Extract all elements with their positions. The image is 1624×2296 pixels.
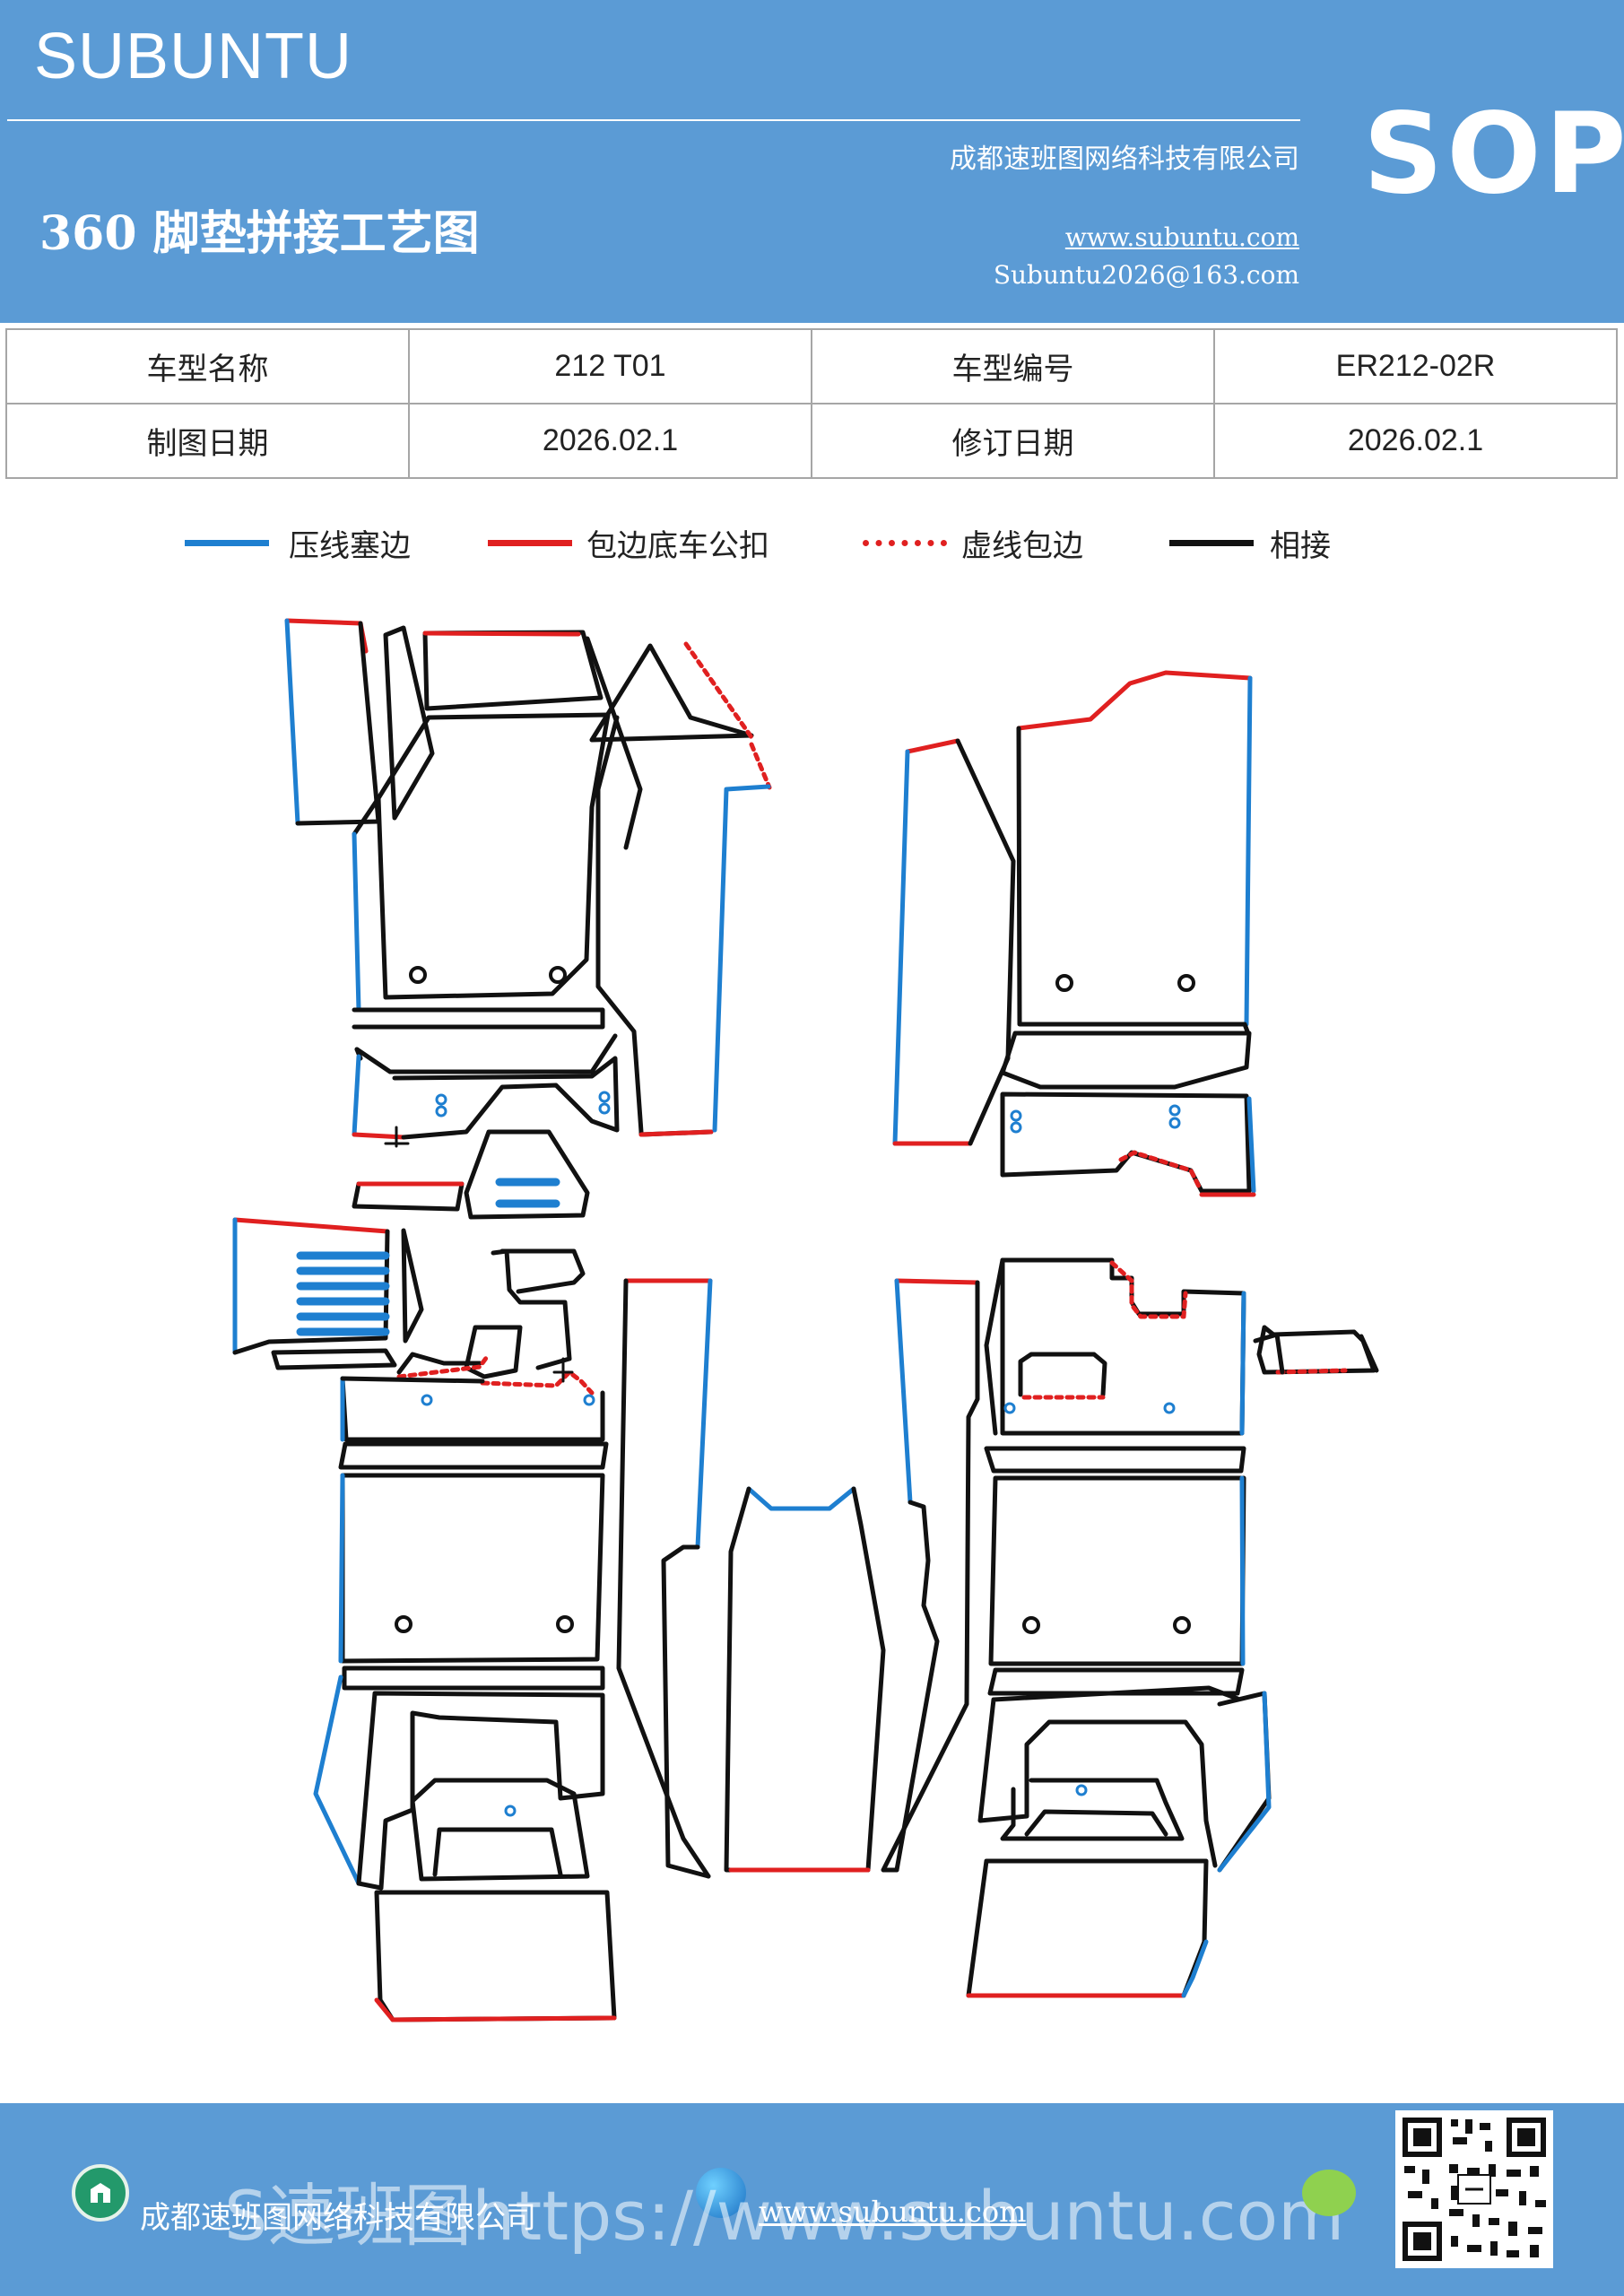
legend-label: 虚线包边 xyxy=(961,528,1083,564)
footer-company-name: 成都速班图网络科技有限公司 xyxy=(140,2200,536,2236)
table-row: 制图日期 2026.02.1 修订日期 2026.02.1 xyxy=(5,403,1618,479)
footer-website-link[interactable]: www.subuntu.com xyxy=(759,2195,1027,2229)
wechat-icon xyxy=(1302,2170,1356,2216)
front-right-mat xyxy=(892,670,1256,1197)
page-title: 360 脚垫拼接工艺图 xyxy=(39,206,480,261)
rear-right-mat xyxy=(966,1257,1379,1998)
brand-logo-text: SUBUNTU xyxy=(34,21,353,92)
legend-swatch xyxy=(488,540,572,546)
model-code-value: ER212-02R xyxy=(1213,328,1618,404)
center-tunnel-mat xyxy=(616,1278,980,1879)
legend-label: 包边底车公扣 xyxy=(586,528,769,564)
front-left-mat xyxy=(284,618,772,1220)
table-row: 车型名称 212 T01 车型编号 ER212-02R xyxy=(5,328,1618,404)
model-name-label: 车型名称 xyxy=(5,328,410,404)
floor-mat-diagram xyxy=(232,618,1379,2022)
contact-email[interactable]: Subuntu2026@163.com xyxy=(993,260,1299,290)
sop-badge: SOP xyxy=(1363,90,1624,219)
page-footer: 成都速班图网络科技有限公司 www.subuntu.com S速班图https:… xyxy=(0,2103,1624,2296)
watermark-overlay-text: S速班图https://www.subuntu.com xyxy=(224,2176,1345,2256)
qr-code[interactable] xyxy=(1395,2110,1553,2268)
revision-date-label: 修订日期 xyxy=(811,403,1215,479)
revision-date-value: 2026.02.1 xyxy=(1213,403,1618,479)
globe-icon xyxy=(696,2168,746,2218)
legend-swatch xyxy=(1169,540,1254,546)
legend-label: 相接 xyxy=(1270,528,1331,564)
header-divider xyxy=(7,119,1300,121)
website-link[interactable]: www.subuntu.com xyxy=(1064,222,1299,252)
legend-swatch xyxy=(863,540,947,546)
model-code-label: 车型编号 xyxy=(811,328,1215,404)
page-header: SUBUNTU 成都速班图网络科技有限公司 360 脚垫拼接工艺图 www.su… xyxy=(0,0,1624,323)
company-name: 成都速班图网络科技有限公司 xyxy=(950,144,1299,175)
legend-swatch xyxy=(185,540,269,546)
legend-label: 压线塞边 xyxy=(289,528,411,564)
model-name-value: 212 T01 xyxy=(408,328,812,404)
draw-date-value: 2026.02.1 xyxy=(408,403,812,479)
rear-left-mat xyxy=(232,1217,617,2022)
draw-date-label: 制图日期 xyxy=(5,403,410,479)
vehicle-info-table: 车型名称 212 T01 车型编号 ER212-02R 制图日期 2026.02… xyxy=(5,328,1618,479)
building-icon xyxy=(72,2164,129,2222)
